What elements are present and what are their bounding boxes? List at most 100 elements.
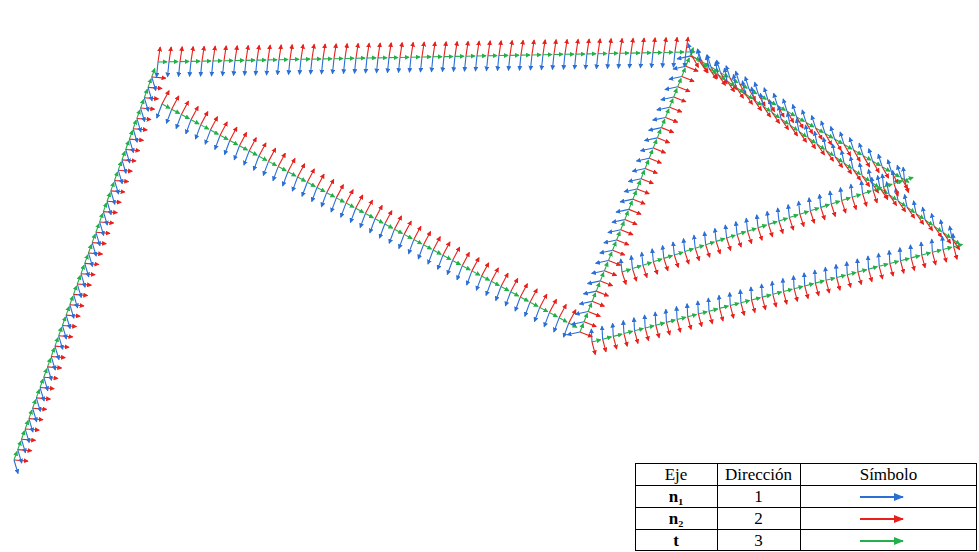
- normal1-arrow: [751, 87, 754, 100]
- normal1-arrow: [621, 259, 622, 272]
- normal1-arrow: [36, 398, 40, 411]
- normal1-arrow: [464, 56, 465, 71]
- tangent-arrow: [33, 400, 36, 408]
- normal1-arrow: [148, 87, 152, 100]
- normal1-arrow: [608, 230, 621, 233]
- tangent-arrow: [805, 284, 814, 286]
- axis-arrows: [14, 37, 962, 473]
- normal1-arrow: [574, 54, 575, 69]
- tangent-arrow: [268, 59, 277, 60]
- tangent-arrow: [279, 59, 288, 60]
- normal2-arrow: [235, 46, 237, 61]
- tangent-arrow: [943, 247, 952, 249]
- tangent-arrow: [92, 234, 95, 242]
- normal1-arrow: [633, 318, 635, 331]
- normal2-arrow: [422, 42, 424, 57]
- normal1-arrow: [567, 332, 580, 335]
- normal2-arrow: [817, 144, 824, 155]
- normal1-arrow: [33, 408, 37, 421]
- normal1-arrow: [55, 346, 59, 359]
- tangent-arrow: [404, 234, 412, 238]
- normal1-arrow: [137, 118, 141, 131]
- normal1-arrow: [66, 315, 70, 328]
- tangent-arrow: [661, 119, 664, 127]
- normal1-arrow: [673, 242, 674, 255]
- normal2-arrow: [312, 44, 314, 59]
- normal2-arrow: [911, 258, 914, 271]
- normal1-arrow: [100, 222, 104, 235]
- tangent-arrow: [645, 160, 648, 168]
- tangent-arrow: [172, 109, 180, 113]
- normal2-arrow: [709, 311, 712, 324]
- normal2-arrow: [532, 40, 534, 55]
- tangent-arrow: [635, 328, 644, 330]
- tangent-arrow: [847, 272, 856, 274]
- tangent-arrow: [88, 245, 91, 253]
- normal1-arrow: [360, 214, 365, 228]
- normal1-arrow: [103, 212, 107, 225]
- tangent-arrow: [462, 266, 470, 270]
- normal2-arrow: [674, 97, 686, 102]
- normal1-arrow: [168, 62, 169, 77]
- normal1-arrow: [872, 177, 873, 190]
- normal2-arrow: [365, 200, 372, 213]
- normal1-arrow: [653, 117, 666, 120]
- normal2-arrow: [748, 231, 752, 243]
- normal1-arrow: [764, 88, 768, 100]
- normal2-arrow: [736, 87, 743, 98]
- normal2-arrow: [805, 286, 808, 299]
- normal1-arrow: [697, 301, 699, 314]
- normal2-arrow: [580, 332, 592, 337]
- normal1-arrow: [273, 167, 278, 181]
- tangent-arrow: [312, 58, 321, 59]
- normal2-arrow: [559, 305, 566, 318]
- normal1-arrow: [505, 292, 510, 306]
- normal1-arrow: [897, 165, 901, 177]
- normal2-arrow: [279, 45, 281, 60]
- normal2-arrow: [922, 255, 925, 268]
- normal1-arrow: [122, 160, 126, 173]
- normal2-arrow: [686, 66, 698, 71]
- normal2-arrow: [649, 158, 661, 163]
- normal1-arrow: [903, 167, 904, 180]
- normal2-arrow: [763, 106, 770, 117]
- tangent-arrow: [411, 57, 420, 58]
- normal2-arrow: [678, 87, 690, 92]
- normal1-arrow: [715, 228, 716, 241]
- normal2-arrow: [604, 271, 616, 276]
- normal1-arrow: [623, 321, 625, 334]
- normal1-arrow: [144, 98, 148, 111]
- normal2-arrow: [773, 294, 776, 307]
- normal1-arrow: [541, 55, 542, 70]
- normal2-arrow: [404, 221, 411, 234]
- tangent-arrow: [62, 317, 65, 325]
- normal1-arrow: [604, 240, 617, 243]
- normal1-arrow: [70, 305, 74, 318]
- normal1-arrow: [799, 201, 800, 214]
- normal2-arrow: [863, 194, 867, 206]
- tangent-arrow: [29, 410, 32, 418]
- tangent-arrow: [904, 177, 913, 180]
- normal1-arrow: [612, 220, 625, 223]
- table-header: Símbolo: [860, 466, 918, 483]
- tangent-arrow: [44, 369, 47, 377]
- normal2-arrow: [499, 41, 501, 56]
- normal1-arrow: [254, 156, 259, 170]
- table-cell: t: [673, 532, 679, 549]
- tangent-arrow: [375, 219, 383, 223]
- normal2-arrow: [180, 47, 182, 62]
- tangent-arrow: [453, 260, 461, 264]
- normal1-arrow: [868, 169, 871, 182]
- normal1-arrow: [166, 109, 171, 123]
- tangent-arrow: [549, 313, 557, 317]
- normal1-arrow: [878, 253, 880, 266]
- normal2-arrow: [443, 242, 450, 255]
- normal1-arrow: [645, 138, 658, 141]
- normal2-arrow: [624, 334, 627, 347]
- normal1-arrow: [225, 141, 230, 155]
- normal2-arrow: [249, 138, 256, 151]
- normal1-arrow: [921, 242, 923, 255]
- normal1-arrow: [255, 60, 256, 75]
- normal1-arrow: [729, 293, 731, 306]
- normal2-arrow: [943, 233, 950, 244]
